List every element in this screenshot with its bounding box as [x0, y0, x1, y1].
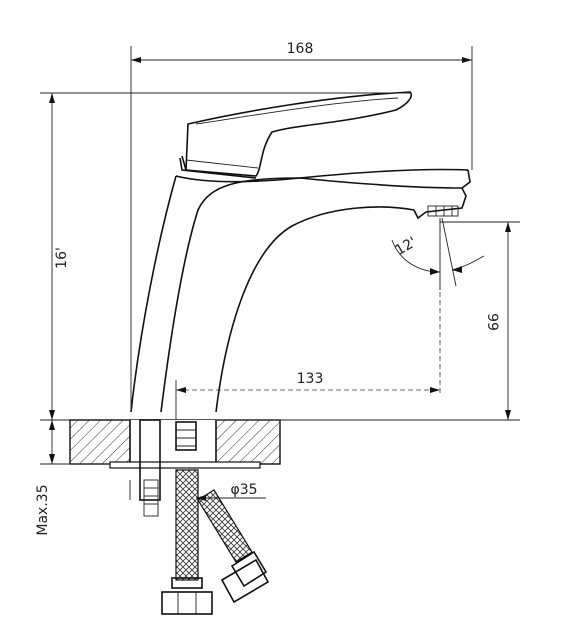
dimension-hole-label: φ35 — [230, 482, 257, 498]
dimension-height — [40, 92, 410, 421]
mounting-shank — [139, 419, 161, 517]
lever-handle — [179, 91, 412, 179]
dimension-168-label: 168 — [287, 41, 314, 57]
dimension-hole — [129, 480, 266, 501]
supply-hose-angled — [197, 489, 270, 604]
faucet-body — [130, 168, 471, 413]
supply-hose-vertical — [161, 421, 213, 615]
dimension-133 — [175, 220, 441, 420]
dimension-deck-thickness — [40, 420, 110, 465]
dimension-angle — [391, 217, 485, 290]
dimension-99-label: 99 — [484, 313, 500, 331]
dimension-133-label: 133 — [297, 371, 324, 387]
dimension-168 — [130, 46, 473, 412]
countertop — [69, 419, 281, 469]
dimension-height-label: 16' — [54, 247, 70, 269]
dimension-99 — [216, 221, 520, 421]
dimension-angle-label: 12' — [393, 234, 420, 259]
dimension-deck-label: Max.35 — [35, 484, 51, 535]
